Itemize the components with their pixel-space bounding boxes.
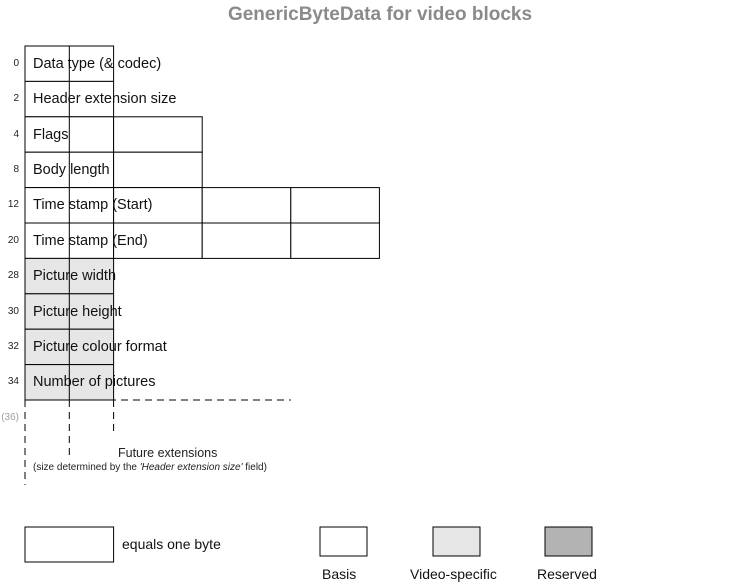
field-cell bbox=[290, 222, 380, 259]
diagram-title: GenericByteData for video blocks bbox=[227, 4, 533, 25]
field-cell bbox=[113, 151, 203, 189]
field-label: Header extension size bbox=[33, 91, 177, 108]
row-offset: 2 bbox=[13, 93, 19, 105]
field-label: Data type (& codec) bbox=[33, 55, 162, 72]
row-offset: 28 bbox=[7, 270, 19, 282]
field-cell bbox=[201, 222, 292, 259]
field-label: Time stamp (End) bbox=[33, 232, 148, 249]
legend-basis-label: Basis bbox=[322, 566, 357, 582]
row-offset: 4 bbox=[13, 128, 19, 140]
row-offset: 20 bbox=[7, 234, 19, 246]
legend-byte-swatch bbox=[24, 526, 115, 563]
future-offset: (36) bbox=[1, 412, 19, 423]
field-label: Flags bbox=[33, 126, 69, 143]
row-offset: 0 bbox=[13, 57, 19, 69]
row-offset: 12 bbox=[7, 199, 19, 211]
legend-byte-label: equals one byte bbox=[122, 536, 221, 552]
row-offset: 30 bbox=[7, 305, 19, 317]
legend-reserved-swatch bbox=[544, 526, 593, 557]
note-field-name: 'Header extension size' bbox=[139, 462, 243, 473]
legend-basis-swatch bbox=[319, 526, 368, 557]
field-label: Body length bbox=[33, 161, 110, 178]
field-label: Picture height bbox=[33, 303, 122, 320]
field-cell bbox=[201, 187, 292, 224]
future-extensions-label: Future extensions bbox=[118, 446, 218, 460]
legend-video-specific-label: Video-specific bbox=[410, 566, 497, 582]
field-label: Number of pictures bbox=[33, 374, 156, 391]
note-prefix: (size determined by the bbox=[33, 462, 140, 473]
legend-reserved-label: Reserved bbox=[537, 566, 597, 582]
field-label: Time stamp (Start) bbox=[33, 197, 153, 214]
future-extensions-note: (size determined by the 'Header extensio… bbox=[33, 462, 267, 473]
field-cell bbox=[113, 222, 203, 259]
field-label: Picture colour format bbox=[33, 338, 167, 355]
row-offset: 34 bbox=[7, 376, 19, 388]
row-offset: 32 bbox=[7, 340, 19, 352]
field-label: Picture width bbox=[33, 268, 117, 285]
field-cell bbox=[113, 116, 203, 153]
note-suffix: field) bbox=[242, 462, 267, 473]
row-offset: 8 bbox=[13, 163, 19, 175]
legend-video-specific-swatch bbox=[432, 526, 481, 557]
field-cell bbox=[113, 187, 203, 224]
field-cell bbox=[290, 187, 380, 224]
